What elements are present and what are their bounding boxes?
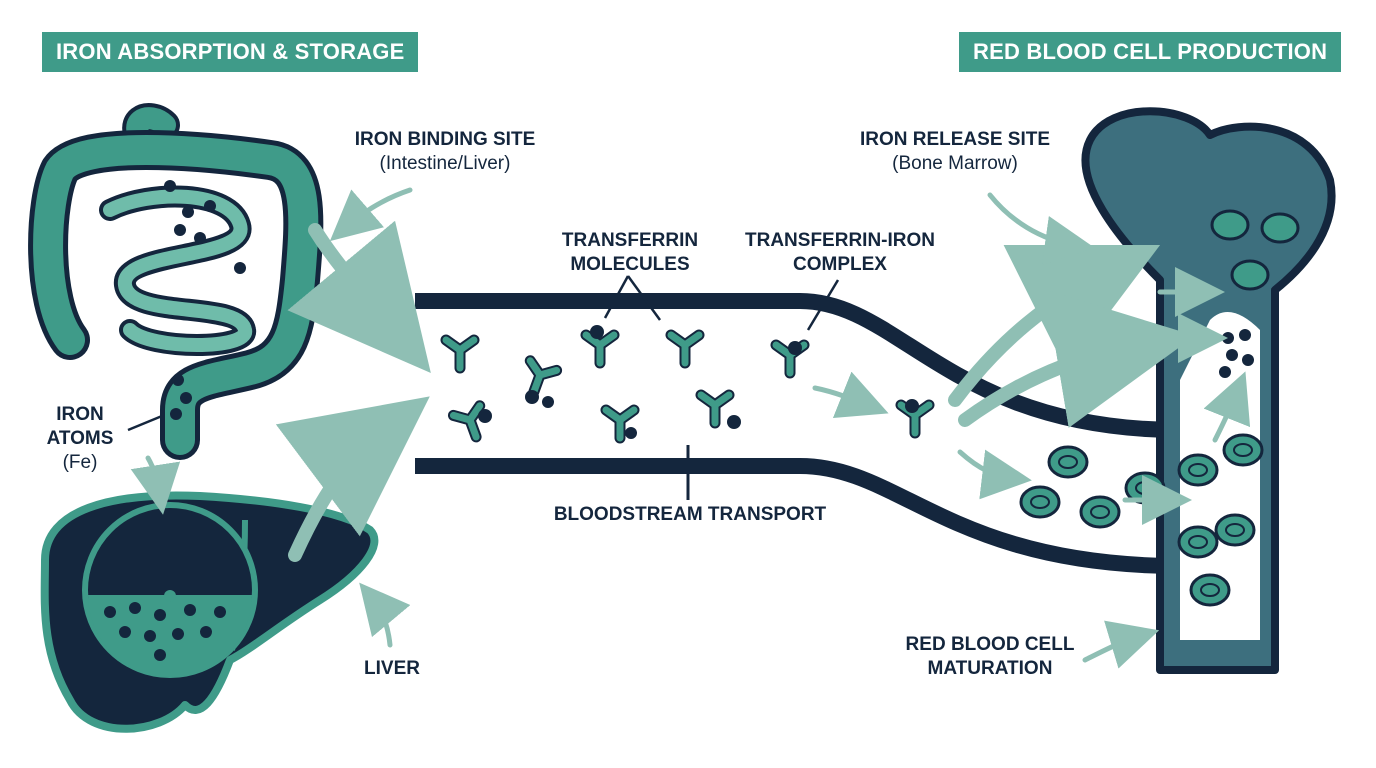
transferrin-molecule — [701, 395, 729, 423]
transferrin-molecule — [586, 335, 614, 363]
red-blood-cell — [1079, 495, 1121, 529]
iron-release-site-label: IRON RELEASE SITE (Bone Marrow) — [859, 129, 1051, 174]
transferrin-molecules-label: TRANSFERRIN MOLECULES — [561, 230, 699, 275]
iron-atoms-label: IRON ATOMS (Fe) — [46, 404, 114, 473]
red-blood-cell — [1047, 445, 1089, 479]
rbc-maturation-label: RED BLOOD CELL MATURATION — [905, 634, 1075, 679]
rbc-production-banner: RED BLOOD CELL PRODUCTION — [959, 32, 1342, 72]
small-arrows — [130, 187, 1251, 669]
iron-absorption-banner: IRON ABSORPTION & STORAGE — [42, 32, 419, 72]
transferrin-molecule — [521, 361, 557, 397]
transferrin-molecule — [671, 335, 699, 363]
red-blood-cell — [1222, 433, 1264, 467]
flow-arrows — [275, 220, 1196, 562]
transferrin-molecules — [446, 325, 929, 442]
intestine-illustration — [28, 103, 324, 460]
leader-lines — [127, 275, 840, 432]
transferrin-iron-complex-label: TRANSFERRIN-IRON COMPLEX — [745, 230, 935, 275]
red-blood-cell — [1189, 573, 1231, 607]
red-blood-cell — [1177, 453, 1219, 487]
bloodstream-transport-label: BLOODSTREAM TRANSPORT — [553, 504, 827, 525]
iron-binding-site-label: IRON BINDING SITE (Intestine/Liver) — [354, 129, 536, 174]
liver-label: LIVER — [364, 658, 420, 679]
red-blood-cell — [1019, 485, 1061, 519]
red-blood-cell — [1214, 513, 1256, 547]
red-blood-cell — [1177, 525, 1219, 559]
transferrin-molecule — [446, 340, 474, 368]
liver-illustration — [40, 491, 379, 733]
